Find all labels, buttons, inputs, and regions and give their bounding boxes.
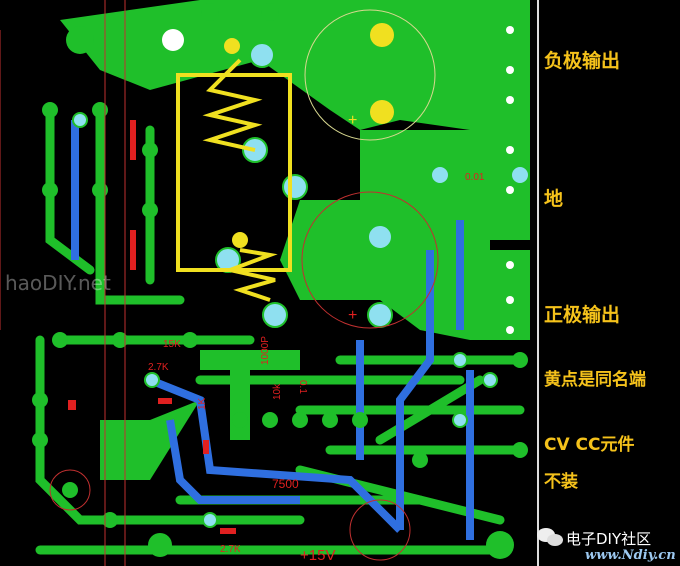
watermark-left: haoDIY.net (5, 271, 111, 295)
label-negative-output: 负极输出 (544, 50, 621, 72)
silkscreen (0, 0, 439, 566)
label-positive-output: 正极输出 (544, 304, 621, 326)
label-15k: 15K (163, 339, 181, 350)
plus-mark-a: + (348, 112, 357, 129)
label-2-7k-b: 2.7K (220, 544, 241, 555)
yellow-pads (224, 23, 394, 248)
wechat-icon (537, 528, 563, 546)
terminal-holes (162, 26, 514, 334)
smd-parts (68, 120, 236, 534)
bottom-traces (71, 120, 474, 540)
label-not-installed: 不装 (544, 472, 578, 492)
pads (32, 3, 528, 559)
label-2-7k-a: 2.7K (148, 362, 169, 373)
watermark-url: www.Ndiy.cn (585, 548, 676, 563)
label-ground: 地 (544, 188, 564, 210)
label-1000p: 1000P (260, 336, 271, 365)
label-7500: 7500 (272, 477, 299, 491)
label-0-01: 0.01 (465, 172, 485, 183)
label-dot-note: 黄点是同名端 (544, 370, 646, 390)
plus-mark-b: + (348, 307, 357, 324)
pcb-board: 15K 2.7K 2.7K 1000P 0.1 10k 1K 7500 +15V… (0, 0, 530, 566)
label-10k: 10k (272, 383, 283, 400)
transformer-symbol (176, 58, 292, 302)
label-1k: 1K (197, 397, 208, 410)
label-plus-15v: +15V (300, 547, 335, 564)
label-cv-cc: CV CC元件 (544, 435, 635, 455)
label-0-1: 0.1 (297, 380, 308, 394)
divider (537, 0, 539, 566)
watermark-community: 电子DIY社区 (566, 530, 652, 548)
